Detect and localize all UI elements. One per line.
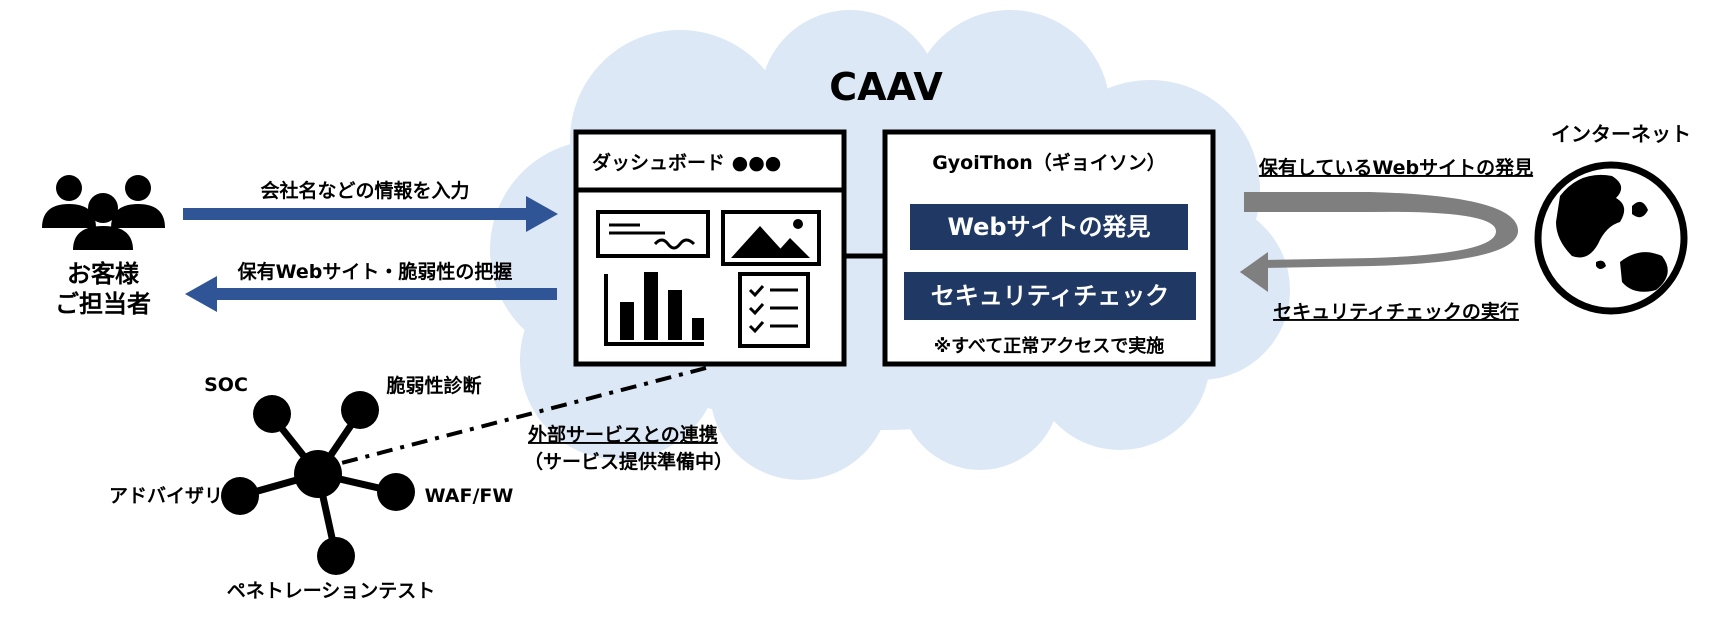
image-widget-icon xyxy=(721,210,821,266)
service-waf: WAF/FW xyxy=(425,485,514,507)
output-arrow-label: 保有Webサイト・脆弱性の把握 xyxy=(237,260,513,283)
service-vuln: 脆弱性診断 xyxy=(385,374,481,397)
output-arrow xyxy=(185,276,557,312)
check-arrow-label: セキュリティチェックの実行 xyxy=(1273,300,1519,323)
integration-link-line xyxy=(329,366,707,468)
cloud-title: CAAV xyxy=(829,65,943,109)
checklist-widget-icon xyxy=(738,272,810,348)
service-advisory: アドバイザリ xyxy=(109,485,223,507)
input-arrow xyxy=(183,196,558,232)
discover-button-bg xyxy=(910,204,1188,250)
gyoithon-title: GyoiThon（ギョイソン） xyxy=(932,151,1166,174)
input-arrow-label: 会社名などの情報を入力 xyxy=(260,179,469,202)
dashboard-title: ダッシュボード ●●● xyxy=(592,151,781,174)
integration-label-line2: （サービス提供準備中） xyxy=(524,450,733,473)
internet-label: インターネット xyxy=(1551,122,1691,146)
bar-chart-widget-icon xyxy=(604,272,704,346)
form-widget-icon xyxy=(596,210,710,258)
integration-label-line1: 外部サービスとの連携 xyxy=(528,423,718,446)
discover-button-label: Webサイトの発見 xyxy=(947,213,1150,241)
internet-loop-arrow xyxy=(1240,192,1519,292)
users-label-line2: ご担当者 xyxy=(55,290,151,318)
security-button-bg xyxy=(904,272,1196,320)
users-label-line1: お客様 xyxy=(67,260,140,288)
service-hub-icon xyxy=(221,391,415,575)
gyoithon-note: ※すべて正常アクセスで実施 xyxy=(934,335,1165,357)
security-button-label: セキュリティチェック xyxy=(931,282,1170,310)
service-soc: SOC xyxy=(204,374,248,396)
users-icon xyxy=(42,175,165,250)
service-pentest: ペネトレーションテスト xyxy=(227,580,436,602)
discover-arrow-label: 保有しているWebサイトの発見 xyxy=(1258,156,1533,179)
globe-icon xyxy=(1534,161,1688,315)
